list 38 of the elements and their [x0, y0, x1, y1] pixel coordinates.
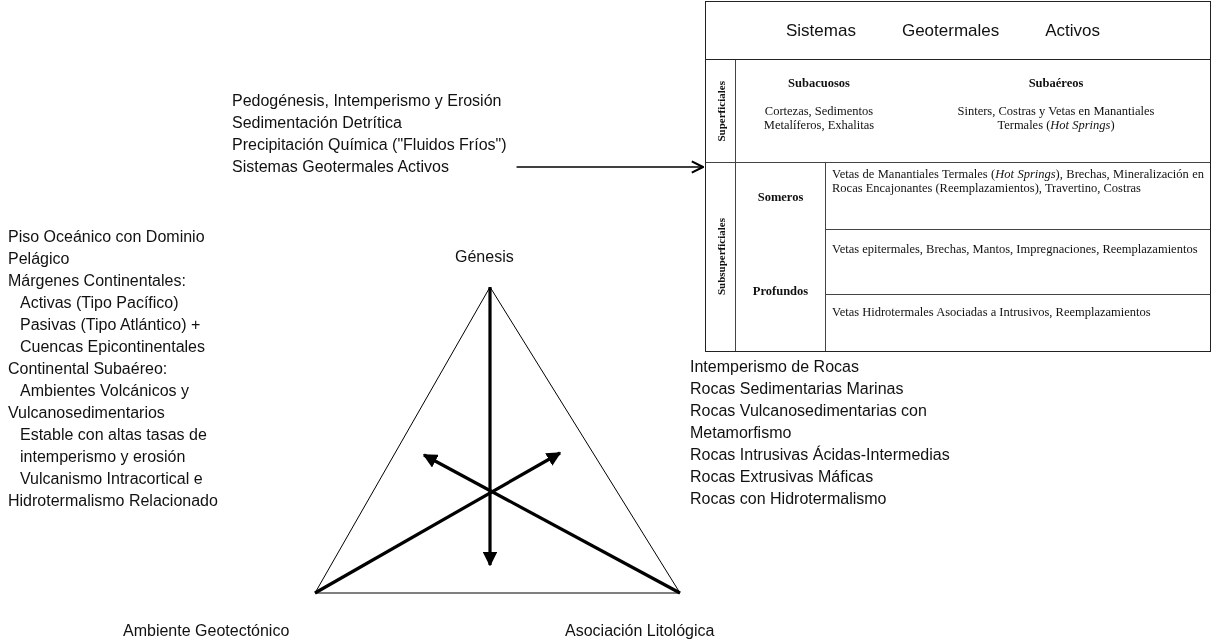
list-item: Intemperismo de Rocas	[690, 357, 860, 377]
list-item: Ambientes Volcánicos y Vulcanosedimentarios	[8, 381, 190, 423]
cell-text: Cortezas, Sedimentos Metalíferos, Exhalitas	[762, 104, 876, 132]
row-header: Subsuperficiales	[713, 218, 728, 296]
list-item: Márgenes Continentales:	[8, 271, 187, 291]
list-item: Rocas Extrusivas Máficas	[690, 467, 875, 487]
arrow	[515, 160, 705, 174]
list-item: Piso Oceánico con Dominio Pelágico	[8, 227, 206, 269]
list-item: Rocas con Hidrotermalismo	[690, 489, 888, 509]
table-cell	[706, 60, 736, 163]
cell-text: Vetas Hidrotermales Asociadas a Intrusivos, Reemplazamientos	[832, 305, 1152, 319]
vertex-label: Asociación Litológica	[565, 621, 715, 641]
list-item: Sedimentación Detrítica	[232, 113, 403, 133]
list-item: Vulcanismo Intracortical e Hidrotermalismo Relacionado	[8, 469, 219, 511]
list-item: Rocas Intrusivas Ácidas-Intermedias	[690, 444, 951, 465]
row-header: Someros	[757, 189, 804, 204]
list-item: Pedogénesis, Intemperismo y Erosión	[232, 91, 503, 111]
list-item: Rocas Vulcanosedimentarias con Metamorfismo	[690, 401, 928, 443]
table-title: Activos	[1045, 20, 1101, 41]
cell-text: Sinters, Costras y Vetas en Manantiales Termales (Hot Springs)	[956, 104, 1156, 132]
list-item: Rocas Sedimentarias Marinas	[690, 379, 905, 399]
list-item: Estable con altas tasas de intemperismo y erosión	[19, 425, 208, 467]
column-header: Subaéreos	[1027, 76, 1085, 90]
list-item: Activas (Tipo Pacífico)	[19, 293, 180, 313]
row-header: Profundos	[752, 283, 809, 298]
table-title: Sistemas	[786, 20, 856, 41]
table-title: Geotermales	[901, 20, 1000, 41]
cell-text: Vetas de Manantiales Termales (Hot Springs), Brechas, Mineralización en Rocas Encajonantes (Reemplazamientos), Travertino, Costras	[832, 167, 1204, 195]
data-table	[705, 1, 1211, 352]
row-header: Superficiales	[713, 80, 728, 142]
vertex-label: Génesis	[455, 247, 514, 267]
list-item: Precipitación Química ("Fluidos Fríos")	[232, 135, 507, 155]
column-header: Subacuosos	[787, 76, 851, 90]
vertex-label: Ambiente Geotectónico	[123, 621, 290, 641]
cell-text: Vetas epitermales, Brechas, Mantos, Impregnaciones, Reemplazamientos	[832, 242, 1199, 256]
list-item: Continental Subaéreo:	[8, 359, 169, 379]
list-item: Sistemas Geotermales Activos	[232, 157, 450, 177]
list-item: Pasivas (Tipo Atlántico) + Cuencas Epicontinentales	[19, 315, 206, 357]
